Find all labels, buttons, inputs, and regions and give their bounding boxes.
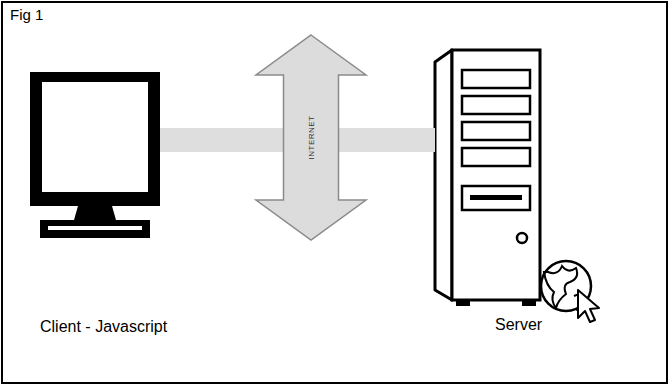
network-band [160,128,283,152]
monitor-symbol [30,72,160,238]
network-label: INTERNET [306,116,315,160]
double-arrow [256,35,366,240]
globe-icon [541,261,599,322]
node-label: Client - Javascript [40,318,167,336]
client-box: Client - Javascript [30,72,160,238]
server-box: Server [435,50,540,306]
internet-arrow: INTERNET [283,75,338,200]
node-label: Server [495,316,542,334]
figure-title: Fig 1 [10,6,43,23]
network-band [338,128,435,152]
server-symbol [435,50,540,306]
